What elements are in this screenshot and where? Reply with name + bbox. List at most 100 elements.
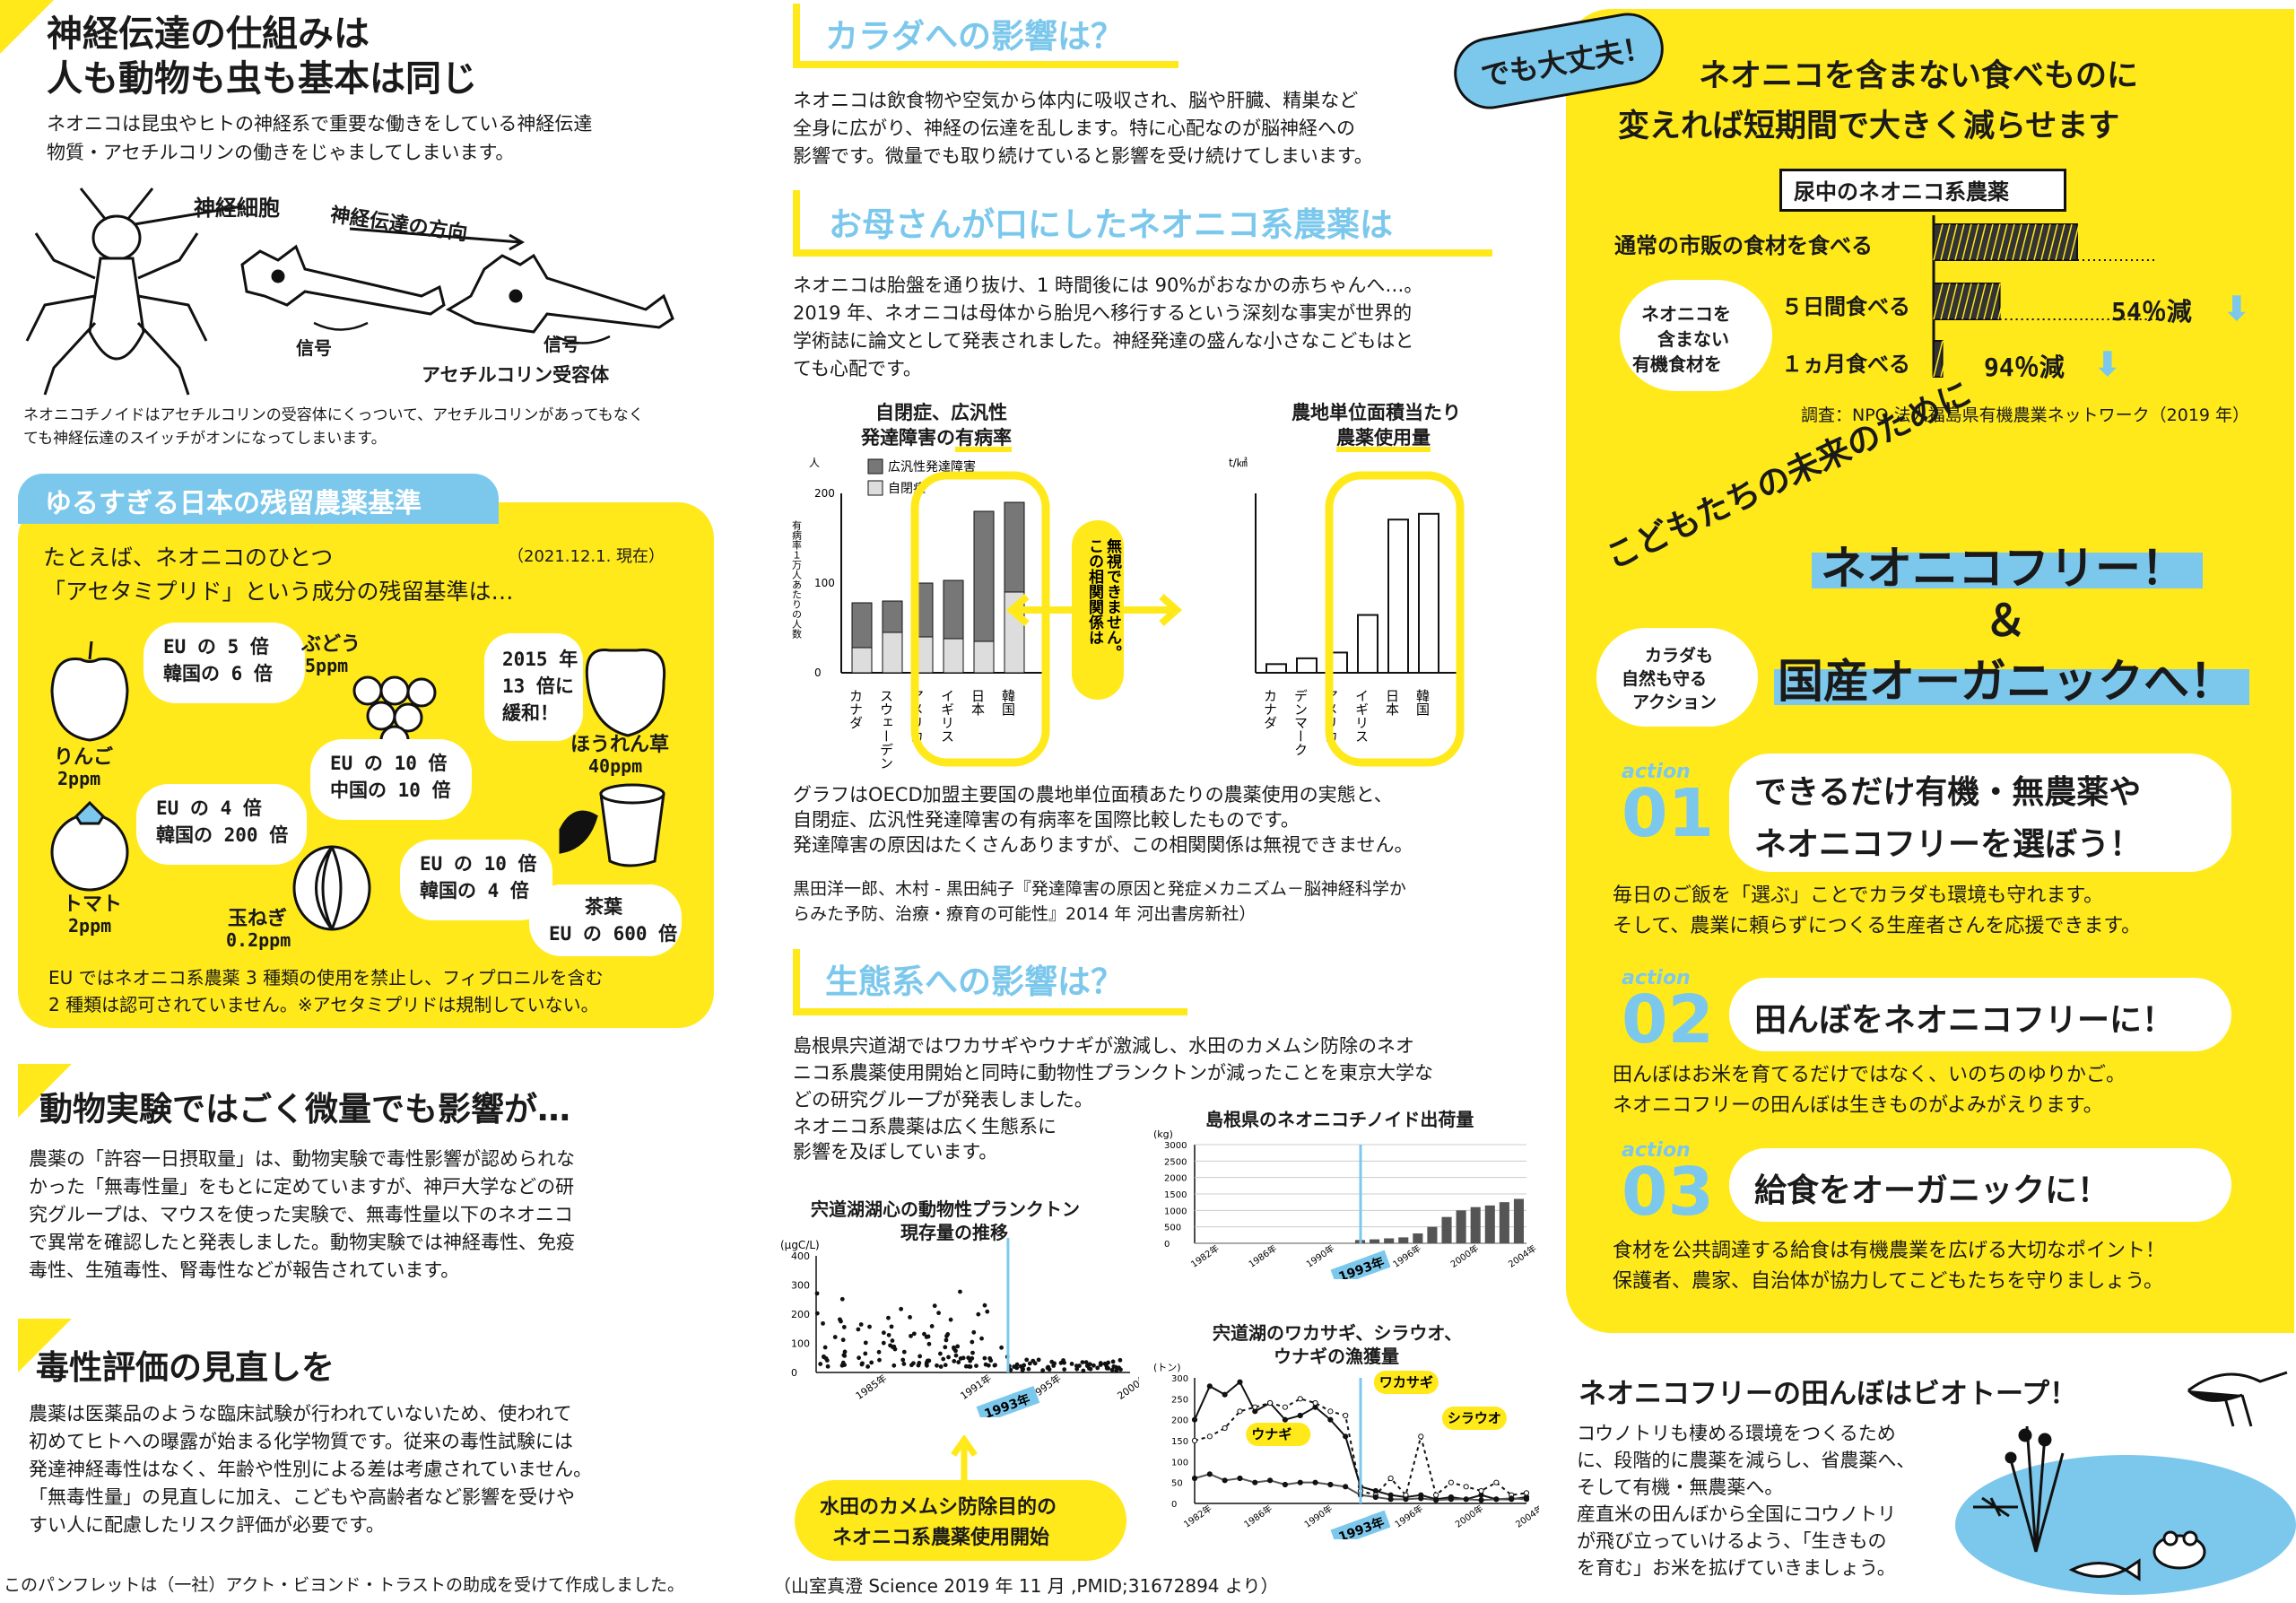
chart1-highlight-frame bbox=[910, 471, 1050, 767]
urine-bar-hatch bbox=[1969, 223, 1979, 261]
chart3-point bbox=[814, 1291, 820, 1296]
action-01-body-1: 毎日のご飯を「選ぶ」ことでカラダも環境も守れます。 bbox=[1613, 884, 2104, 907]
fig-caption-2: ても神経伝達のスイッチがオンになってしまいます。 bbox=[23, 430, 387, 448]
tox-body-2: 初めてヒトへの曝露が始まる化学物質です。従来の毒性試験には bbox=[29, 1431, 573, 1452]
urine-bar-hatch bbox=[1933, 283, 1944, 320]
chart3-point bbox=[888, 1343, 893, 1348]
eco-title-bar bbox=[793, 949, 800, 1015]
chart4-bar bbox=[1456, 1210, 1466, 1243]
chart1-category: カナダ bbox=[848, 689, 864, 729]
chart3-point bbox=[970, 1355, 975, 1361]
biotope-body-3: そして有機・無農薬へ。 bbox=[1577, 1477, 1784, 1498]
residue-date: （2021.12.1. 現在） bbox=[508, 547, 665, 566]
footer-credit: このパンフレットは（一社）アクト・ビヨンド・トラストの助成を受けて作成しました。 bbox=[4, 1575, 685, 1595]
chart5-point bbox=[1206, 1433, 1213, 1440]
chart3-point bbox=[860, 1361, 865, 1366]
chart3-point bbox=[858, 1322, 864, 1327]
chart3-ylabel: (μgC/L) bbox=[780, 1239, 820, 1251]
chart1-bar-autism bbox=[943, 638, 964, 674]
chart1-bar-pdd bbox=[1004, 501, 1025, 593]
urine-bar-hatch bbox=[1990, 283, 2001, 320]
col1-title-1: 神経伝達の仕組みは bbox=[47, 13, 370, 55]
tox-body-1: 農薬は医薬品のような臨床試験が行われていないため、使われて bbox=[29, 1403, 572, 1424]
chart3-point bbox=[1084, 1363, 1090, 1369]
chart4-x-tick: 1986年 bbox=[1246, 1242, 1278, 1270]
chart1-y-tick: 0 bbox=[814, 666, 822, 679]
urine-bar-hatch bbox=[1933, 223, 1944, 261]
chart3-point bbox=[1062, 1360, 1066, 1365]
chart3-point bbox=[1083, 1360, 1089, 1365]
biotope-body-2: に、段階的に農薬を減らし、省農薬へ、 bbox=[1577, 1450, 1916, 1471]
chart3-point bbox=[881, 1330, 886, 1336]
action-02-body-2: ネオニコフリーの田んぼは生きものがよみがえります。 bbox=[1613, 1094, 2103, 1117]
fig-label-signal-2: 信号 bbox=[544, 334, 579, 355]
chart5-point bbox=[1237, 1475, 1243, 1482]
chart3-point bbox=[971, 1329, 977, 1335]
chart5-point bbox=[1297, 1479, 1303, 1485]
chart3-point bbox=[935, 1363, 939, 1368]
body-title-bar bbox=[793, 4, 800, 68]
chart2-unit: t/㎢ bbox=[1229, 457, 1248, 469]
chart4-y-tick: 2500 bbox=[1164, 1157, 1187, 1167]
chart1-title-1: 自閉症、広汎性 bbox=[875, 402, 1007, 423]
chart3-point bbox=[911, 1331, 917, 1337]
chart3-point bbox=[1091, 1363, 1096, 1368]
chart4-bar bbox=[1470, 1207, 1481, 1243]
chart5-point bbox=[1222, 1477, 1228, 1484]
animal-title: 動物実験ではごく微量でも影響が… bbox=[39, 1090, 570, 1128]
chart3-point bbox=[865, 1364, 871, 1369]
chart3-point bbox=[867, 1324, 872, 1329]
apple-bubble: EU の 5 倍韓国の 6 倍 bbox=[144, 623, 305, 703]
eco-text-5: 影響を及ぼしています。 bbox=[793, 1141, 998, 1163]
chart3-point bbox=[958, 1356, 963, 1361]
body-title: カラダへの影響は？ bbox=[825, 17, 1124, 56]
chart3-point bbox=[1114, 1368, 1119, 1373]
action-03-body-2: 保護者、農家、自治体が協力してこどもたちを守りましょう。 bbox=[1613, 1270, 2164, 1293]
urine-bar-hatch bbox=[1947, 283, 1958, 320]
organic-text: 国産オーガニックへ！ bbox=[1778, 656, 2236, 709]
chart5-point bbox=[1387, 1475, 1394, 1482]
urine-pct-2: 54％減 bbox=[2111, 297, 2192, 327]
chart5-point bbox=[1418, 1433, 1424, 1440]
chart3-point bbox=[842, 1354, 848, 1358]
chart5-1993-band bbox=[1330, 1510, 1391, 1539]
mother-text-4: ても心配です。 bbox=[793, 358, 922, 379]
chart5-point bbox=[1282, 1481, 1289, 1488]
action-01-pill bbox=[1729, 754, 2231, 872]
chart3-point bbox=[1014, 1362, 1020, 1367]
chart3-point bbox=[1031, 1358, 1036, 1363]
chart3-point bbox=[974, 1363, 978, 1369]
mother-title-bar bbox=[793, 190, 800, 257]
chart1-category: 日本 bbox=[970, 689, 986, 716]
chart1-y-tick: 100 bbox=[814, 577, 835, 589]
chart3-point bbox=[970, 1339, 975, 1345]
chart2-bar bbox=[1357, 614, 1378, 674]
chart4-y-tick: 500 bbox=[1164, 1224, 1181, 1233]
chart5-point bbox=[1312, 1479, 1318, 1485]
urine-bar-hatch bbox=[1983, 223, 1994, 261]
eco-title: 生態系への影響は？ bbox=[825, 963, 1124, 1001]
chart5-point bbox=[1191, 1437, 1198, 1444]
action-02-pill bbox=[1729, 978, 2231, 1051]
chart1-category: イギリス bbox=[939, 689, 955, 743]
chart3-point bbox=[1117, 1365, 1122, 1371]
onion-bubble: EU の 10 倍韓国の 4 倍 bbox=[400, 840, 552, 920]
chart5-y-tick: 100 bbox=[1171, 1458, 1188, 1468]
chart5-point bbox=[1252, 1479, 1258, 1485]
chart1-unit: 人 bbox=[809, 457, 820, 469]
insect-drawing bbox=[25, 187, 243, 396]
chart5-y-tick: 50 bbox=[1171, 1479, 1183, 1489]
chart5-point bbox=[1448, 1496, 1455, 1503]
chart2-highlight-frame bbox=[1325, 471, 1465, 767]
chart5-point bbox=[1206, 1471, 1213, 1477]
action-03-title: 給食をオーガニックに！ bbox=[1754, 1172, 2110, 1209]
urine-bar-hatch bbox=[1997, 283, 2008, 320]
chart3-point bbox=[932, 1303, 937, 1309]
chart4-bar bbox=[1427, 1226, 1438, 1243]
chart3-point bbox=[955, 1344, 961, 1349]
neuron-illustration bbox=[25, 187, 674, 396]
chart3-point bbox=[993, 1363, 997, 1368]
chart5-point bbox=[1403, 1496, 1409, 1503]
